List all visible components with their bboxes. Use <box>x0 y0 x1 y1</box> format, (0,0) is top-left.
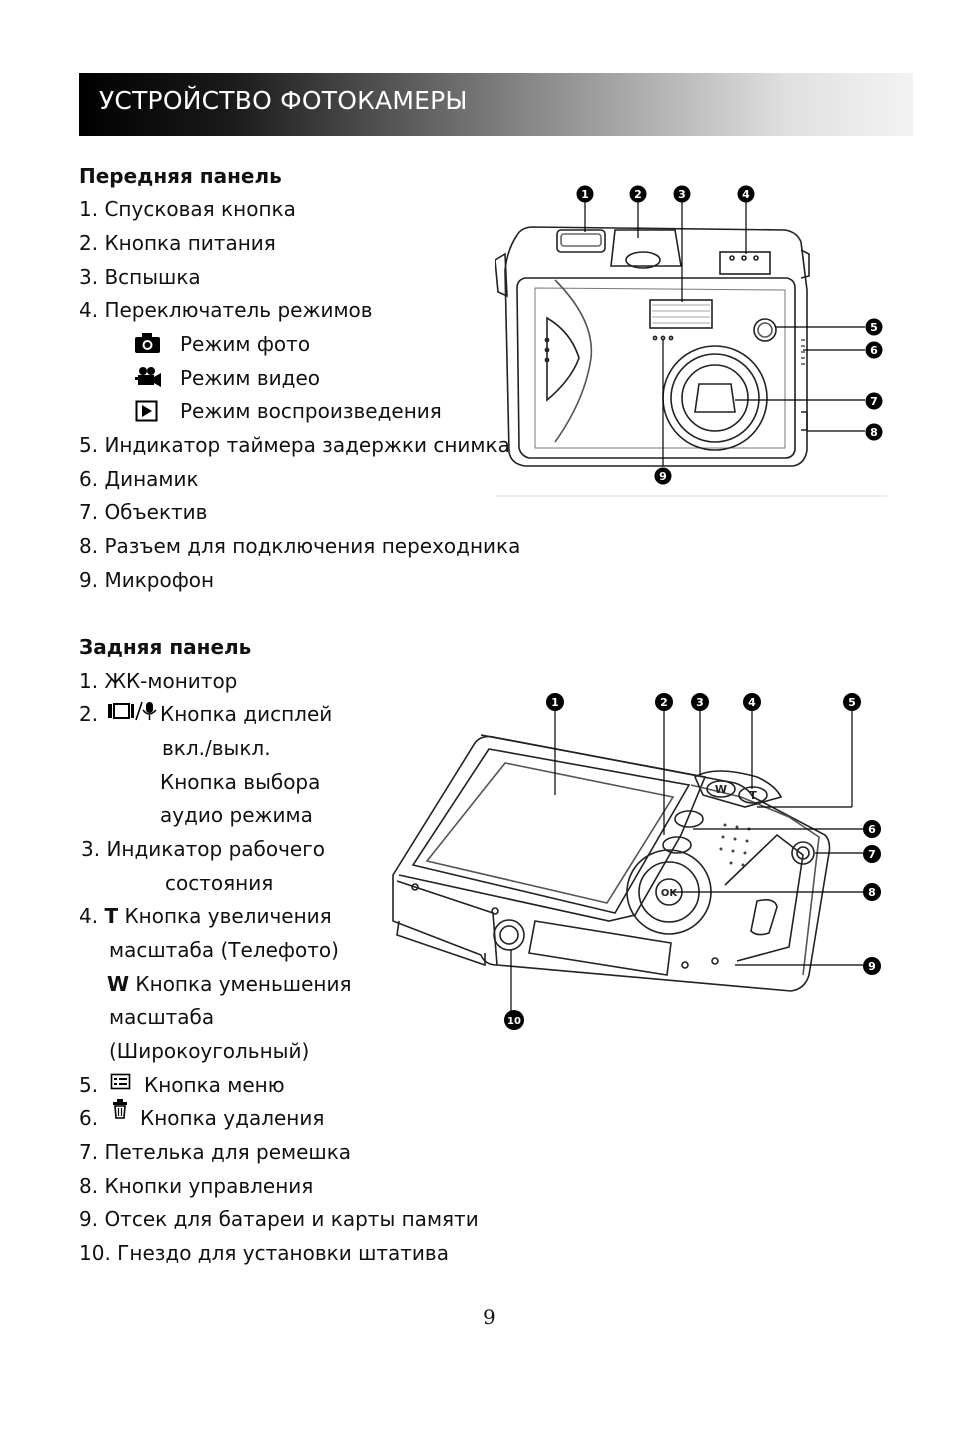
back-panel-heading: Задняя панель <box>79 635 252 659</box>
back-item-9: 9. Отсек для батареи и карты памяти <box>79 1207 479 1231</box>
back-item-7: 7. Петелька для ремешка <box>79 1140 352 1164</box>
zoom-in-label: Кнопка увеличения <box>124 904 332 928</box>
front-panel-heading: Передняя панель <box>79 164 282 188</box>
back-item-3-line-1: 3. Индикатор рабочего <box>81 837 325 861</box>
front-callout-9: 9 <box>659 470 667 483</box>
mode-photo-label: Режим фото <box>180 332 311 356</box>
back-callout-1: 1 <box>551 696 559 709</box>
zoom-t-label: T <box>749 789 757 802</box>
front-item-9: 9. Микрофон <box>79 568 215 592</box>
zoom-out-label: Кнопка уменьшения <box>135 972 352 996</box>
front-item-7: 7. Объектив <box>79 500 208 524</box>
playback-icon <box>135 400 158 422</box>
section-title: УСТРОЙСТВО ФОТОКАМЕРЫ <box>99 86 468 115</box>
back-callout-2: 2 <box>660 696 668 709</box>
back-item-1: 1. ЖК-монитор <box>79 669 238 693</box>
page-number: 9 <box>483 1305 496 1329</box>
video-camera-icon <box>135 367 161 387</box>
back-callout-6: 6 <box>868 823 876 836</box>
front-callout-2: 2 <box>634 188 642 201</box>
back-item-5-number: 5. <box>79 1073 99 1097</box>
back-item-2-line-2: вкл./выкл. <box>162 736 271 760</box>
back-callout-5: 5 <box>848 696 856 709</box>
back-item-8: 8. Кнопки управления <box>79 1174 314 1198</box>
front-item-4: 4. Переключатель режимов <box>79 298 373 322</box>
zoom-w-label: W <box>715 783 727 796</box>
back-item-2-line-3: Кнопка выбора <box>160 770 321 794</box>
mode-video-label: Режим видео <box>180 366 320 390</box>
front-callout-4: 4 <box>742 188 750 201</box>
front-item-6: 6. Динамик <box>79 467 199 491</box>
back-item-4-line-2: масштаба (Телефото) <box>109 938 339 962</box>
front-callout-6: 6 <box>870 344 878 357</box>
front-callout-7: 7 <box>870 395 878 408</box>
back-item-2-line-1: Кнопка дисплей <box>160 702 333 726</box>
display-audio-icon <box>108 701 157 721</box>
ok-label: OK <box>661 888 679 899</box>
trash-icon <box>113 1099 127 1119</box>
back-item-10: 10. Гнездо для установки штатива <box>79 1241 449 1265</box>
back-item-4-line-3: W Кнопка уменьшения <box>107 972 352 996</box>
back-item-2-number: 2. <box>79 702 99 726</box>
section-banner: УСТРОЙСТВО ФОТОКАМЕРЫ <box>79 73 913 136</box>
back-item-6-number: 6. <box>79 1106 99 1130</box>
back-callout-4: 4 <box>748 696 756 709</box>
front-callout-5: 5 <box>870 321 878 334</box>
tele-label: T <box>104 904 119 928</box>
front-item-1: 1. Спусковая кнопка <box>79 197 296 221</box>
back-callout-10: 10 <box>507 1016 521 1027</box>
front-item-8: 8. Разъем для подключения переходника <box>79 534 521 558</box>
back-item-4-line-4: масштаба <box>109 1005 215 1029</box>
back-callout-9: 9 <box>868 960 876 973</box>
back-item-4-line-1: 4. T Кнопка увеличения <box>79 904 332 928</box>
back-callout-3: 3 <box>696 696 704 709</box>
front-callout-3: 3 <box>678 188 686 201</box>
back-item-2-line-4: аудио режима <box>160 803 313 827</box>
back-item-5-label: Кнопка меню <box>144 1073 285 1097</box>
front-camera-illustration: 1 2 3 4 5 6 7 8 9 <box>495 185 887 497</box>
front-item-3: 3. Вспышка <box>79 265 201 289</box>
back-item-3-line-2: состояния <box>165 871 274 895</box>
back-item-4-number: 4. <box>79 904 99 928</box>
menu-icon <box>110 1073 131 1090</box>
mode-playback-label: Режим воспроизведения <box>180 399 442 423</box>
front-item-2: 2. Кнопка питания <box>79 231 276 255</box>
back-item-6-label: Кнопка удаления <box>140 1106 325 1130</box>
back-callout-8: 8 <box>868 886 876 899</box>
back-camera-illustration: W T OK 1 2 3 4 5 6 7 8 9 10 <box>392 693 881 1030</box>
camera-icon <box>135 333 160 353</box>
front-callout-1: 1 <box>581 188 589 201</box>
wide-label: W <box>107 972 130 996</box>
front-callout-8: 8 <box>870 426 878 439</box>
back-callout-7: 7 <box>868 848 876 861</box>
back-item-4-line-5: (Широкоугольный) <box>109 1039 310 1063</box>
front-item-5: 5. Индикатор таймера задержки снимка <box>79 433 510 457</box>
